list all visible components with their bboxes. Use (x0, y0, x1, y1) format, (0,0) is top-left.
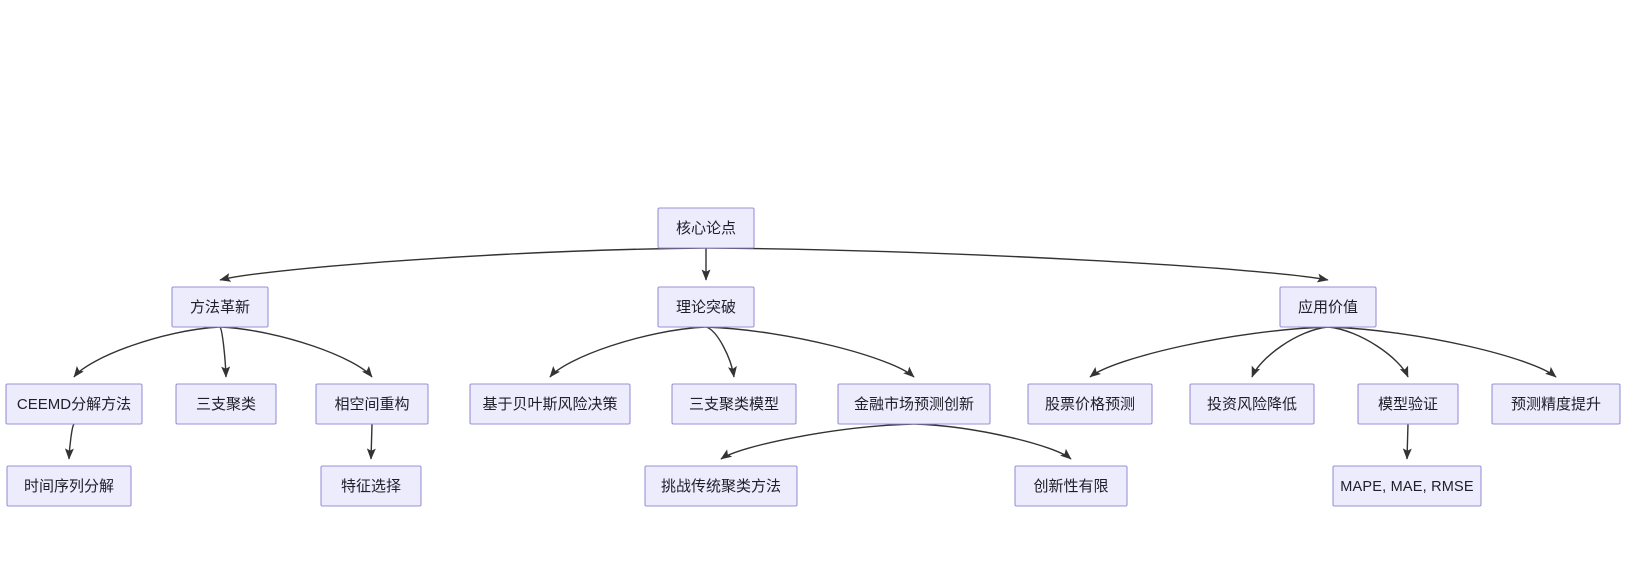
node-challenge[interactable]: 挑战传统聚类方法 (644, 465, 798, 507)
node-ceemd[interactable]: CEEMD分解方法 (5, 383, 143, 425)
node-value[interactable]: 应用价值 (1279, 286, 1377, 328)
node-finance[interactable]: 金融市场预测创新 (837, 383, 991, 425)
node-box-threemodel[interactable] (671, 383, 797, 425)
node-box-limited[interactable] (1014, 465, 1128, 507)
edge-phase-to-feature (366, 423, 376, 460)
edge-method-to-ceemd (73, 326, 221, 378)
node-label-theory: 理论突破 (676, 299, 736, 316)
node-feature[interactable]: 特征选择 (320, 465, 422, 507)
node-box-risk[interactable] (1189, 383, 1315, 425)
node-bayes[interactable]: 基于贝叶斯风险决策 (469, 383, 631, 425)
node-box-bayes[interactable] (469, 383, 631, 425)
node-label-metrics: MAPE, MAE, RMSE (1340, 479, 1474, 495)
node-theory[interactable]: 理论突破 (657, 286, 755, 328)
node-label-accuracy: 预测精度提升 (1511, 396, 1601, 413)
node-threemodel[interactable]: 三支聚类模型 (671, 383, 797, 425)
edge-verify-to-metrics (1402, 423, 1412, 460)
node-box-ceemd[interactable] (5, 383, 143, 425)
edges-layer (64, 247, 1557, 460)
edge-value-to-verify (1327, 326, 1409, 378)
edge-finance-to-challenge (720, 423, 915, 460)
node-threeway[interactable]: 三支聚类 (175, 383, 277, 425)
node-box-tsdecomp[interactable] (6, 465, 132, 507)
node-box-value[interactable] (1279, 286, 1377, 328)
node-stock[interactable]: 股票价格预测 (1027, 383, 1153, 425)
node-box-challenge[interactable] (644, 465, 798, 507)
node-limited[interactable]: 创新性有限 (1014, 465, 1128, 507)
node-label-finance: 金融市场预测创新 (854, 396, 974, 413)
node-box-metrics[interactable] (1332, 465, 1482, 507)
node-label-feature: 特征选择 (341, 478, 401, 495)
edge-root-to-method (219, 247, 707, 282)
node-accuracy[interactable]: 预测精度提升 (1491, 383, 1621, 425)
node-box-feature[interactable] (320, 465, 422, 507)
edge-root-to-value (705, 247, 1329, 283)
edge-method-to-phase (219, 326, 373, 378)
node-label-challenge: 挑战传统聚类方法 (661, 478, 781, 495)
node-label-ceemd: CEEMD分解方法 (17, 396, 131, 413)
node-verify[interactable]: 模型验证 (1357, 383, 1459, 425)
edge-value-to-stock (1089, 326, 1329, 378)
edge-value-to-accuracy (1327, 326, 1557, 378)
node-tsdecomp[interactable]: 时间序列分解 (6, 465, 132, 507)
node-risk[interactable]: 投资风险降低 (1189, 383, 1315, 425)
edge-value-to-risk (1251, 326, 1329, 378)
node-label-bayes: 基于贝叶斯风险决策 (482, 396, 617, 413)
node-label-root: 核心论点 (676, 220, 736, 237)
node-label-value: 应用价值 (1298, 298, 1358, 316)
node-method[interactable]: 方法革新 (171, 286, 269, 328)
node-label-method: 方法革新 (190, 299, 250, 316)
node-label-threeway: 三支聚类 (196, 396, 256, 413)
node-label-phase: 相空间重构 (334, 396, 409, 413)
node-label-threemodel: 三支聚类模型 (689, 396, 779, 413)
edge-theory-to-bayes (549, 326, 707, 378)
node-box-root[interactable] (657, 207, 755, 249)
edge-theory-to-finance (705, 326, 915, 378)
node-box-threeway[interactable] (175, 383, 277, 425)
edge-ceemd-to-tsdecomp (64, 423, 75, 460)
node-box-phase[interactable] (315, 383, 429, 425)
node-label-risk: 投资风险降低 (1207, 396, 1297, 413)
node-box-theory[interactable] (657, 286, 755, 328)
node-phase[interactable]: 相空间重构 (315, 383, 429, 425)
node-metrics[interactable]: MAPE, MAE, RMSE (1332, 465, 1482, 507)
node-box-verify[interactable] (1357, 383, 1459, 425)
node-box-stock[interactable] (1027, 383, 1153, 425)
node-box-accuracy[interactable] (1491, 383, 1621, 425)
node-label-stock: 股票价格预测 (1045, 396, 1135, 413)
node-label-verify: 模型验证 (1378, 396, 1438, 413)
node-label-tsdecomp: 时间序列分解 (24, 478, 114, 495)
edge-theory-to-threemodel (705, 326, 737, 378)
edge-finance-to-limited (913, 423, 1072, 460)
node-box-method[interactable] (171, 286, 269, 328)
node-root[interactable]: 核心论点 (657, 207, 755, 249)
node-box-finance[interactable] (837, 383, 991, 425)
edge-method-to-threeway (219, 326, 231, 378)
node-label-limited: 创新性有限 (1033, 478, 1108, 495)
